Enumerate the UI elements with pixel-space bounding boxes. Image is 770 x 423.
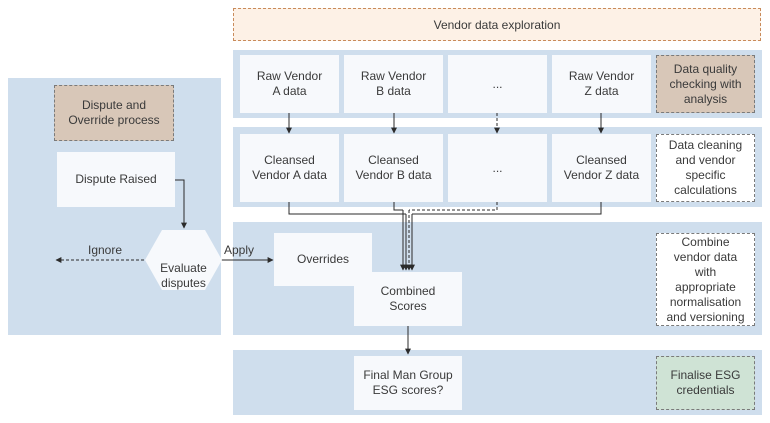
- cleansed-vendor-z-text: Cleansed Vendor Z data: [563, 153, 640, 182]
- evaluate-disputes-label: Evaluate disputes: [145, 246, 222, 290]
- combined-scores-box: Combined Scores: [354, 272, 462, 326]
- data-cleaning-note: Data cleaning and vendor specific calcul…: [656, 134, 755, 202]
- cleansed-vendor-z-box: Cleansed Vendor Z data: [552, 134, 651, 202]
- evaluate-disputes-text: Evaluate disputes: [160, 261, 207, 290]
- ignore-label-text: Ignore: [88, 243, 123, 257]
- data-quality-note-text: Data quality checking with analysis: [669, 61, 742, 106]
- raw-vendor-ellipsis-box: ...: [448, 55, 547, 113]
- dispute-override-title-text: Dispute and Override process: [68, 98, 160, 127]
- header-title: Vendor data exploration: [433, 17, 561, 32]
- combine-note-text: Combine vendor data with appropriate nor…: [666, 234, 745, 324]
- raw-vendor-z-box: Raw Vendor Z data: [552, 55, 651, 113]
- cleansed-vendor-ellipsis-text: ...: [492, 160, 503, 175]
- combine-note: Combine vendor data with appropriate nor…: [656, 233, 755, 326]
- vendor-data-exploration-header: Vendor data exploration: [233, 8, 761, 41]
- finalise-note-text: Finalise ESG credentials: [670, 368, 741, 397]
- raw-vendor-b-box: Raw Vendor B data: [344, 55, 443, 113]
- raw-vendor-a-box: Raw Vendor A data: [240, 55, 339, 113]
- raw-vendor-ellipsis-text: ...: [492, 76, 503, 91]
- raw-vendor-b-text: Raw Vendor B data: [360, 69, 427, 98]
- data-quality-note: Data quality checking with analysis: [656, 55, 755, 113]
- finalise-note: Finalise ESG credentials: [656, 356, 755, 410]
- data-cleaning-note-text: Data cleaning and vendor specific calcul…: [668, 138, 743, 197]
- cleansed-vendor-b-text: Cleansed Vendor B data: [355, 153, 432, 182]
- final-scores-text: Final Man Group ESG scores?: [363, 368, 453, 397]
- dispute-override-title: Dispute and Override process: [54, 85, 174, 141]
- apply-label: Apply: [224, 243, 254, 257]
- ignore-label: Ignore: [88, 243, 122, 257]
- final-scores-box: Final Man Group ESG scores?: [354, 356, 462, 410]
- raw-vendor-a-text: Raw Vendor A data: [256, 69, 323, 98]
- cleansed-vendor-b-box: Cleansed Vendor B data: [344, 134, 443, 202]
- cleansed-vendor-ellipsis-box: ...: [448, 134, 547, 202]
- dispute-raised-text: Dispute Raised: [75, 172, 157, 186]
- apply-label-text: Apply: [224, 243, 255, 257]
- combined-scores-text: Combined Scores: [380, 284, 436, 313]
- cleansed-vendor-a-text: Cleansed Vendor A data: [252, 153, 327, 182]
- raw-vendor-z-text: Raw Vendor Z data: [568, 69, 635, 98]
- overrides-text: Overrides: [296, 252, 349, 266]
- dispute-raised-box: Dispute Raised: [57, 152, 175, 207]
- cleansed-vendor-a-box: Cleansed Vendor A data: [240, 134, 339, 202]
